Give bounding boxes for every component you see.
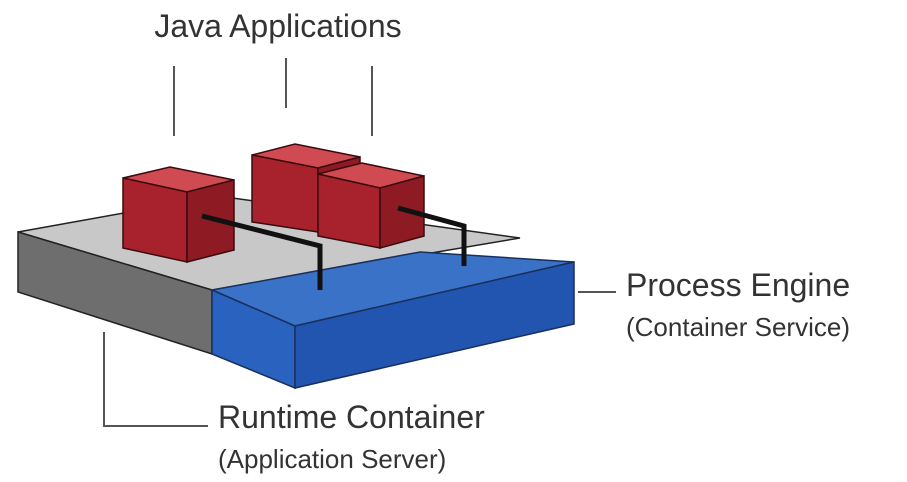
cube-side-face <box>379 175 425 249</box>
cube-front-face <box>122 177 188 263</box>
cube-front-face <box>251 154 319 233</box>
runtime-container-sublabel: (Application Server) <box>218 444 446 474</box>
runtime-container-label: Runtime Container <box>218 399 485 435</box>
java-app-cube-left <box>122 166 235 263</box>
connector-right-app-to-engine <box>397 205 467 266</box>
process-engine-right-face <box>294 261 575 389</box>
process-engine-sublabel: (Container Service) <box>626 312 850 342</box>
java-app-cube-right <box>317 162 425 249</box>
java-applications-label: Java Applications <box>154 8 401 44</box>
process-engine-label: Process Engine <box>626 267 850 303</box>
process-engine-slab <box>209 251 575 390</box>
cube-side-face <box>186 179 235 263</box>
connector-left-app-to-engine <box>201 213 323 290</box>
leader-line-runtime-container <box>103 332 208 427</box>
